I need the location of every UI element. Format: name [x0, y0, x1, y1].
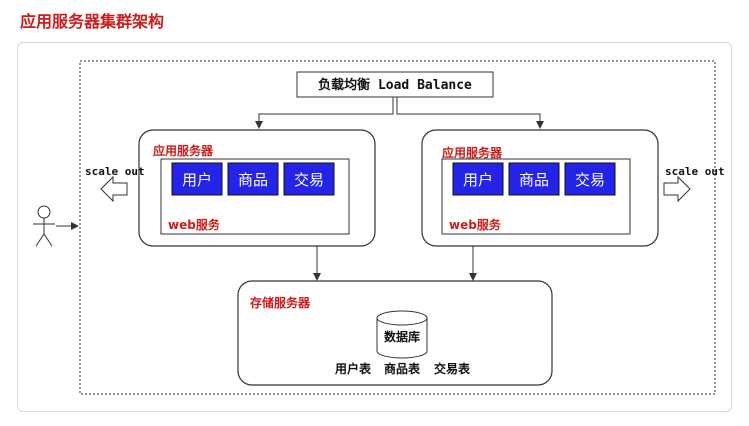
app-server-1-web-label: web服务	[168, 217, 221, 232]
app-server-1-module-trade-label: 交易	[294, 171, 324, 189]
app-server-2-module-trade-label: 交易	[575, 171, 605, 189]
load-balancer-label: 负载均衡 Load Balance	[318, 77, 472, 93]
app-server-2-module-trade	[564, 162, 616, 196]
load-balancer-box	[296, 71, 494, 98]
table-user: 用户表	[334, 361, 372, 376]
app-server-1-module-product	[227, 162, 279, 196]
storage-server-label: 存储服务器	[249, 295, 311, 310]
app-server-2-module-user	[452, 162, 504, 196]
page-title: 应用服务器集群架构	[20, 12, 165, 31]
app-server-1-label: 应用服务器	[153, 143, 214, 158]
cluster-boundary	[79, 60, 716, 395]
app-server-1-module-trade	[283, 162, 335, 196]
scale-out-right-arrow-icon	[663, 175, 691, 203]
app-server-2-module-product	[508, 162, 560, 196]
database-label: 数据库	[384, 329, 420, 344]
app-server-2-label: 应用服务器	[442, 145, 503, 160]
app-server-2-module-user-label: 用户	[463, 171, 493, 189]
app-server-1: 应用服务器 用户 商品 交易 web服务	[138, 129, 376, 247]
app-server-1-module-user	[171, 162, 223, 196]
app-server-2-module-product-label: 商品	[519, 171, 549, 189]
app-server-2: 应用服务器 用户 商品 交易 web服务	[421, 129, 659, 247]
app-server-2-web-label: web服务	[449, 217, 502, 232]
database-icon	[376, 310, 428, 359]
scale-out-right-label: scale out	[665, 165, 725, 178]
lb-to-server-2-arrow	[396, 97, 544, 129]
table-product: 商品表	[384, 361, 421, 376]
app-server-1-module-user-label: 用户	[182, 171, 212, 189]
scale-out-left-label: scale out	[85, 165, 145, 178]
storage-server: 存储服务器 数据库 用户表 商品表 交易表	[237, 280, 553, 386]
lb-to-server-1-arrow	[255, 97, 394, 129]
table-trade: 交易表	[434, 361, 471, 376]
scale-out-left-arrow-icon	[100, 175, 128, 203]
app-server-1-module-product-label: 商品	[238, 171, 268, 189]
user-actor-icon	[33, 205, 55, 247]
